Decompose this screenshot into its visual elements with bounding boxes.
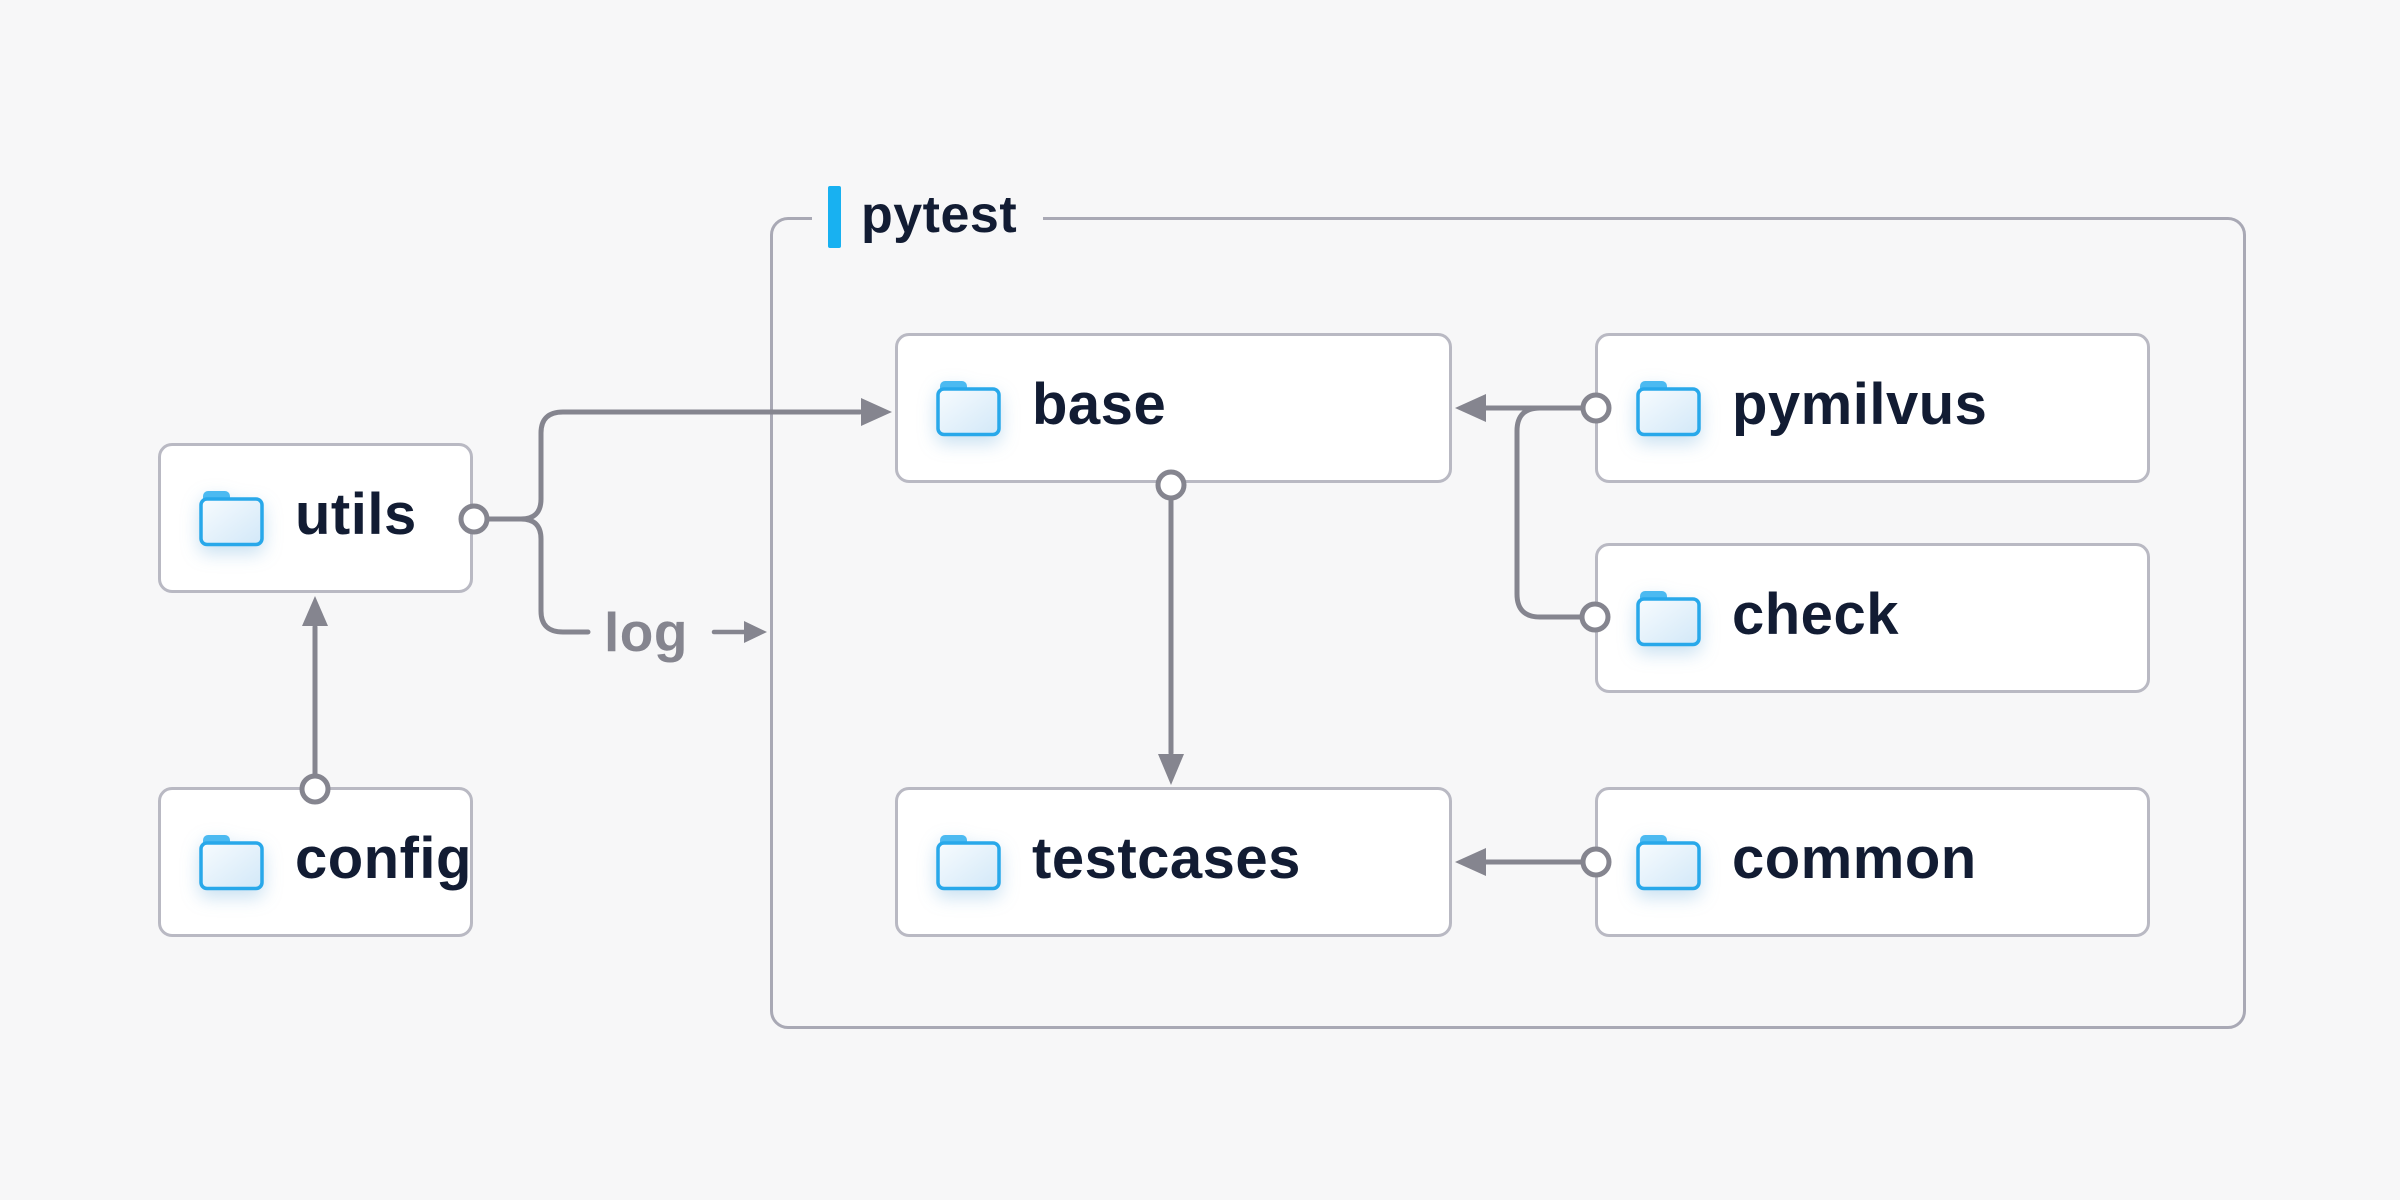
node-label: config	[295, 826, 472, 891]
folder-icon	[936, 835, 1001, 891]
edge-utils-to-log	[518, 516, 591, 635]
node-base: base	[895, 333, 1452, 483]
folder-icon	[199, 491, 264, 547]
node-label: base	[1032, 372, 1167, 437]
folder-icon	[936, 381, 1001, 437]
node-label: utils	[295, 482, 417, 547]
node-label: check	[1732, 582, 1899, 647]
pytest-group-label: pytest	[812, 184, 1044, 250]
node-common: common	[1595, 787, 2150, 937]
node-utils: utils	[158, 443, 473, 593]
node-check: check	[1595, 543, 2150, 693]
folder-icon	[1636, 835, 1701, 891]
accent-bar	[828, 186, 841, 248]
node-testcases: testcases	[895, 787, 1452, 937]
folder-icon	[1636, 381, 1701, 437]
arrowhead-right-frame	[744, 621, 767, 643]
node-config: config	[158, 787, 473, 937]
folder-icon	[199, 835, 264, 891]
edge-label-log: log	[604, 601, 688, 663]
arrowhead-up-utils	[302, 596, 328, 626]
pytest-group-title: pytest	[861, 186, 1018, 244]
folder-icon	[1636, 591, 1701, 647]
node-pymilvus: pymilvus	[1595, 333, 2150, 483]
node-label: common	[1732, 826, 1977, 891]
node-label: testcases	[1032, 826, 1301, 891]
node-label: pymilvus	[1732, 372, 1988, 437]
pytest-group-frame	[770, 217, 2246, 1029]
